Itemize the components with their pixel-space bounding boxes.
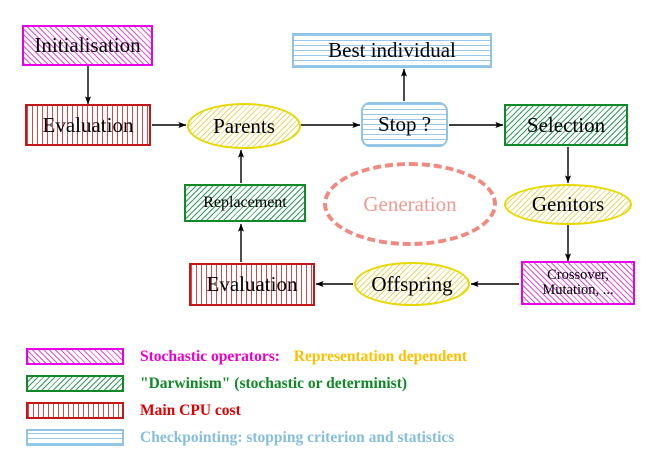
node-replacement-label: Replacement — [203, 193, 287, 211]
node-replacement[interactable]: Replacement — [184, 184, 306, 222]
node-genitors[interactable]: Genitors — [504, 184, 632, 225]
legend-text-cpu-cost: Main CPU cost — [140, 402, 241, 419]
node-stop[interactable]: Stop ? — [361, 102, 448, 147]
node-best-individual-label: Best individual — [328, 38, 456, 63]
node-crossover-mutation[interactable]: Crossover, Mutation, ... — [521, 261, 635, 305]
node-evaluation-top[interactable]: Evaluation — [25, 104, 151, 146]
node-evaluation-top-label: Evaluation — [42, 112, 134, 137]
legend-swatch-blue — [26, 429, 124, 446]
legend-text-checkpointing: Checkpointing: stopping criterion and st… — [140, 429, 455, 446]
legend-swatch-red — [26, 402, 124, 419]
node-stop-label: Stop ? — [377, 112, 432, 137]
legend-text-stochastic-part1: Stochastic operators: — [140, 348, 280, 365]
node-evaluation-bottom[interactable]: Evaluation — [189, 263, 315, 306]
legend: Stochastic operators: Representation dep… — [0, 338, 662, 458]
legend-row-stochastic: Stochastic operators: Representation dep… — [0, 344, 662, 370]
node-offspring-label: Offspring — [371, 271, 453, 296]
node-offspring[interactable]: Offspring — [354, 262, 470, 306]
node-crossover-label-line1: Crossover, — [547, 266, 609, 283]
node-selection-label: Selection — [526, 112, 606, 137]
legend-row-cpu-cost: Main CPU cost — [0, 398, 662, 424]
legend-row-checkpointing: Checkpointing: stopping criterion and st… — [0, 425, 662, 451]
legend-row-darwinism: "Darwinism" (stochastic or determinist) — [0, 371, 662, 397]
node-genitors-label: Genitors — [531, 192, 605, 217]
node-best-individual[interactable]: Best individual — [292, 33, 492, 68]
legend-text-stochastic: Stochastic operators: Representation dep… — [140, 348, 467, 366]
legend-text-stochastic-part2: Representation dependent — [293, 348, 468, 365]
legend-swatch-magenta — [26, 348, 124, 365]
legend-swatch-green — [26, 375, 124, 392]
node-crossover-label-line2: Mutation, ... — [542, 282, 614, 298]
node-evaluation-bottom-label: Evaluation — [206, 272, 298, 297]
legend-text-darwinism: "Darwinism" (stochastic or determinist) — [140, 375, 408, 392]
node-selection[interactable]: Selection — [504, 104, 628, 146]
node-parents[interactable]: Parents — [187, 103, 301, 149]
node-initialisation[interactable]: Initialisation — [22, 25, 153, 66]
node-generation: Generation — [323, 162, 497, 246]
node-parents-label: Parents — [213, 113, 275, 138]
node-generation-label: Generation — [363, 191, 457, 216]
node-initialisation-label: Initialisation — [34, 33, 141, 58]
